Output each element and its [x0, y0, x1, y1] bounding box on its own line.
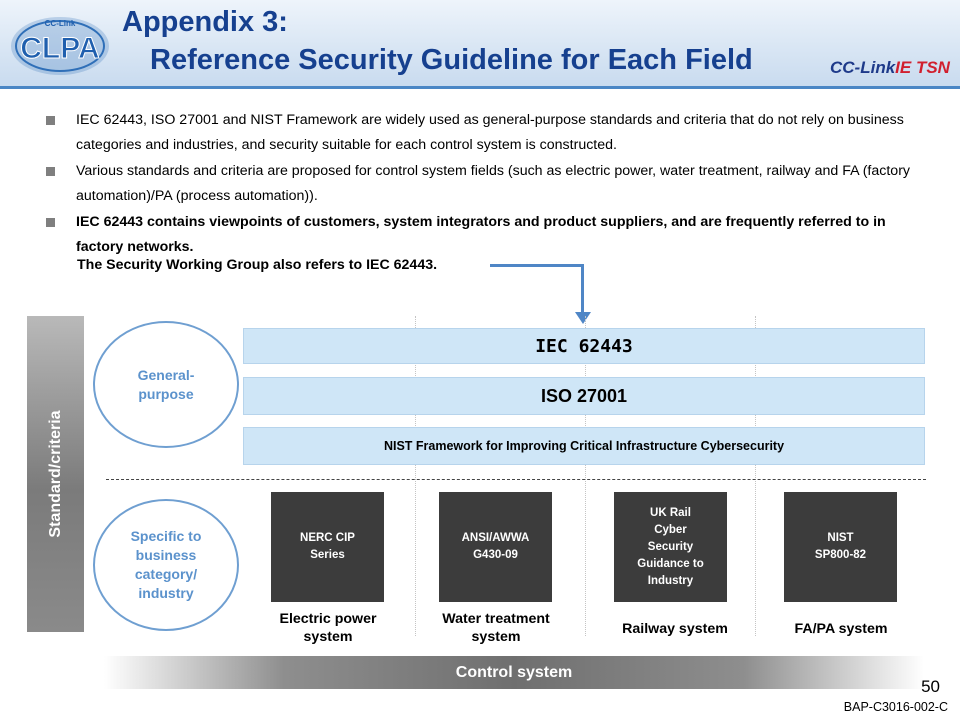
nist-framework-band: NIST Framework for Improving Critical In… [243, 427, 925, 465]
arrow-connector [581, 264, 584, 314]
bullet-list: IEC 62443, ISO 27001 and NIST Framework … [46, 108, 916, 261]
cclink-ie-tsn-logo: CC-LinkIE TSN [830, 58, 950, 77]
caption-fa-pa: FA/PA system [794, 621, 888, 637]
working-group-note: The Security Working Group also refers t… [77, 257, 438, 273]
iec-62443-band: IEC 62443 [243, 328, 925, 364]
bullet-item: IEC 62443, ISO 27001 and NIST Framework … [46, 108, 916, 158]
arrow-down-icon [575, 312, 591, 324]
standard-box-uk-rail: UK Rail Cyber Security Guidance to Indus… [614, 492, 727, 602]
control-system-label: Control system [455, 663, 573, 681]
section-divider [106, 479, 926, 480]
standard-criteria-bar [27, 316, 84, 632]
standard-box-nist-sp800-82: NIST SP800-82 [784, 492, 897, 602]
svg-text:CLPA: CLPA [20, 32, 99, 65]
bullet-item: IEC 62443 contains viewpoints of custome… [46, 210, 916, 260]
page-number: 50 [921, 677, 940, 696]
slide-header [0, 0, 960, 86]
column-divider [585, 316, 586, 636]
svg-text:CC-Link: CC-Link [45, 19, 76, 28]
column-divider [415, 316, 416, 636]
bullet-item: Various standards and criteria are propo… [46, 159, 916, 209]
arrow-connector [490, 264, 584, 267]
standard-box-nerc-cip: NERC CIP Series [271, 492, 384, 602]
document-id: BAP-C3016-002-C [843, 700, 948, 714]
square-bullet-icon [46, 116, 55, 125]
standard-box-ansi-awwa: ANSI/AWWA G430-09 [439, 492, 552, 602]
caption-railway: Railway system [622, 621, 728, 637]
specific-industry-label: Specific to business category/ industry [93, 499, 239, 631]
square-bullet-icon [46, 167, 55, 176]
slide-title-line2: Reference Security Guideline for Each Fi… [150, 44, 753, 76]
header-divider [0, 86, 960, 89]
control-system-bar: Control system [104, 656, 924, 689]
iso-27001-band: ISO 27001 [243, 377, 925, 415]
caption-water-treatment: Water treatment system [442, 611, 550, 645]
clpa-logo: CLPA CC-Link [11, 17, 109, 75]
slide-title-line1: Appendix 3: [122, 6, 288, 38]
standard-criteria-label: Standard/criteria [47, 410, 64, 538]
caption-electric-power: Electric power system [279, 611, 377, 645]
general-purpose-label: General- purpose [93, 321, 239, 448]
column-divider [755, 316, 756, 636]
square-bullet-icon [46, 218, 55, 227]
